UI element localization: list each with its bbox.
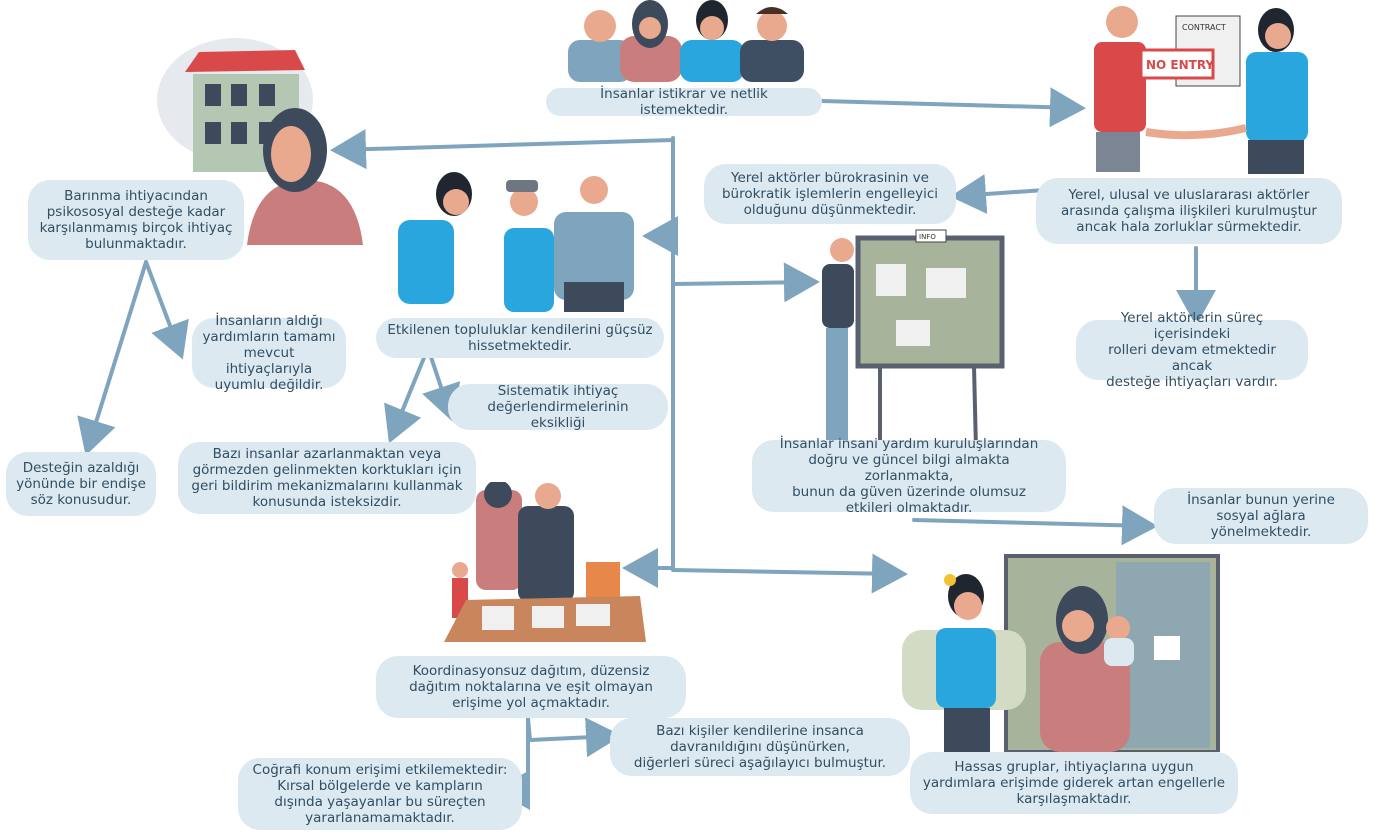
arrow-communities-to-feedback [384, 346, 430, 444]
local-roles-text: Yerel aktörlerin süreç içerisindeki roll… [1106, 310, 1278, 390]
feedback-fear-box: Bazı insanlar azarlanmaktan veya görmezd… [178, 442, 476, 514]
local-bureaucracy-text: Yerel aktörler bürokrasinin ve bürokrati… [721, 170, 939, 218]
support-decrease-text: Desteğin azaldığı yönünde bir endişe söz… [16, 460, 146, 508]
people-group-illustration [568, 0, 804, 82]
contract-handshake-illustration: CONTRACT NO ENTRY [1094, 6, 1308, 174]
arrow-actors-to-bureaucracy [950, 174, 1047, 215]
dignity-box: Bazı kişiler kendilerine insanca davranı… [610, 718, 910, 776]
stability-box: İnsanlar istikrar ve netlik istemektedir… [546, 86, 822, 118]
unmet-needs-box: Barınma ihtiyacından psikososyal desteğe… [28, 180, 244, 260]
house-woman-illustration [157, 38, 363, 245]
systematic-assessment-box: Sistematik ihtiyaç değerlendirmelerinin … [448, 383, 668, 431]
board-label-text: INFO [919, 233, 936, 241]
local-roles-box: Yerel aktörlerin süreç içerisindeki roll… [1076, 310, 1308, 390]
contract-text: CONTRACT [1182, 23, 1226, 32]
arrow-needs-to-decrease [77, 260, 148, 456]
aid-mismatch-text: İnsanların aldığı yardımların tamamı mev… [202, 313, 336, 393]
arrow-stability-to-actors [820, 87, 1086, 128]
uncoordinated-distribution-text: Koordinasyonsuz dağıtım, düzensiz dağıtı… [409, 663, 653, 711]
unmet-needs-text: Barınma ihtiyacından psikososyal desteğe… [39, 188, 233, 252]
geographic-text: Coğrafi konum erişimi etkilemektedir: Kı… [252, 762, 508, 826]
uncoordinated-distribution-box: Koordinasyonsuz dağıtım, düzensiz dağıtı… [376, 656, 686, 718]
systematic-assessment-text: Sistematik ihtiyaç değerlendirmelerinin … [487, 383, 629, 431]
stability-text: İnsanlar istikrar ve netlik istemektedir… [600, 86, 768, 118]
actors-relations-text: Yerel, ulusal ve uluslararası aktörler a… [1061, 187, 1317, 235]
local-bureaucracy-box: Yerel aktörler bürokrasinin ve bürokrati… [704, 164, 956, 224]
arrow-communities-to-assessment [422, 346, 461, 422]
social-networks-text: İnsanlar bunun yerine sosyal ağlara yöne… [1187, 492, 1335, 540]
info-difficulty-text: İnsanlar insani yardım kuruluşlarından d… [779, 436, 1039, 516]
communities-powerless-text: Etkilenen topluluklar kendilerini güçsüz… [387, 322, 653, 354]
arrow-distribution-to-dignity [526, 716, 622, 758]
communities-powerless-box: Etkilenen topluluklar kendilerini güçsüz… [376, 318, 664, 358]
dignity-text: Bazı kişiler kendilerine insanca davranı… [633, 723, 887, 771]
social-networks-box: İnsanlar bunun yerine sosyal ağlara yöne… [1154, 488, 1368, 544]
info-difficulty-box: İnsanlar insani yardım kuruluşlarından d… [752, 436, 1066, 516]
arrow-needs-to-mismatch [144, 260, 189, 360]
arrow-to-vulnerable [671, 553, 908, 594]
aid-mismatch-box: İnsanların aldığı yardımların tamamı mev… [192, 313, 346, 393]
community-conversation-illustration [398, 172, 634, 312]
arrow-to-needs [330, 129, 675, 170]
vulnerable-groups-text: Hassas gruplar, ihtiyaçlarına uygun yard… [922, 759, 1226, 807]
aid-distribution-illustration [444, 482, 646, 642]
actors-relations-box: Yerel, ulusal ve uluslararası aktörler a… [1036, 178, 1342, 244]
geographic-box: Coğrafi konum erişimi etkilemektedir: Kı… [238, 758, 522, 830]
vulnerable-groups-box: Hassas gruplar, ihtiyaçlarına uygun yard… [910, 752, 1238, 814]
no-entry-sign-text: NO ENTRY [1146, 58, 1214, 72]
vulnerable-groups-illustration [902, 554, 1220, 752]
arrow-info-to-social [912, 505, 1158, 546]
arrow-to-info-board [671, 262, 820, 303]
support-decrease-box: Desteğin azaldığı yönünde bir endişe söz… [6, 452, 156, 516]
feedback-fear-text: Bazı insanlar azarlanmaktan veya görmezd… [191, 446, 463, 510]
info-board-illustration: INFO [822, 229, 1005, 450]
